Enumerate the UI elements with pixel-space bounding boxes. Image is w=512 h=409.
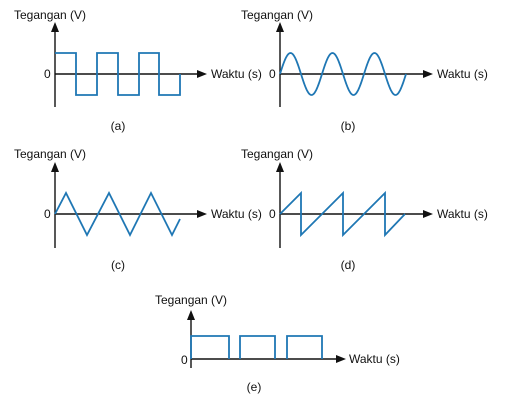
panel-b-sine-waveform xyxy=(279,52,407,96)
panel-a-y-axis-arrow-icon xyxy=(51,22,59,32)
panel-c-caption: (c) xyxy=(111,258,125,272)
panel-b-zero-label: 0 xyxy=(269,67,276,81)
panel-e-y-axis-label: Tegangan (V) xyxy=(155,293,227,307)
panel-a: Tegangan (V) 0 Waktu (s) (a) xyxy=(14,8,262,133)
panel-a-zero-label: 0 xyxy=(44,67,51,81)
panel-b-y-axis-arrow-icon xyxy=(276,22,284,32)
panel-e-x-axis-label: Waktu (s) xyxy=(349,352,400,366)
panel-d-zero-label: 0 xyxy=(269,207,276,221)
panel-b-x-axis-label: Waktu (s) xyxy=(437,67,488,81)
panel-a-x-axis-label: Waktu (s) xyxy=(211,67,262,81)
panel-a-square-waveform xyxy=(55,52,181,96)
panel-c-y-axis-arrow-icon xyxy=(51,162,59,172)
panel-c-x-axis-arrow-icon xyxy=(197,210,207,218)
panel-c-triangle-waveform xyxy=(54,190,181,238)
panel-d-y-axis-label: Tegangan (V) xyxy=(241,147,313,161)
panel-c-y-axis-label: Tegangan (V) xyxy=(14,147,86,161)
panel-c: Tegangan (V) 0 Waktu (s) (c) xyxy=(14,147,262,272)
panel-a-caption: (a) xyxy=(111,119,126,133)
panel-e-pulse-waveform xyxy=(190,335,323,359)
panel-d: Tegangan (V) 0 Waktu (s) (d) xyxy=(241,147,488,272)
panel-b-y-axis-label: Tegangan (V) xyxy=(241,8,313,22)
panel-e-zero-label: 0 xyxy=(181,353,188,367)
panel-d-sawtooth-waveform xyxy=(279,190,406,238)
panel-a-y-axis-label: Tegangan (V) xyxy=(14,8,86,22)
panel-a-x-axis-arrow-icon xyxy=(197,70,207,78)
panel-b: Tegangan (V) 0 Waktu (s) (b) xyxy=(241,8,488,133)
panel-d-x-axis-arrow-icon xyxy=(423,210,433,218)
panel-c-zero-label: 0 xyxy=(44,207,51,221)
panel-d-caption: (d) xyxy=(341,258,356,272)
panel-d-y-axis-arrow-icon xyxy=(276,162,284,172)
panel-e-caption: (e) xyxy=(247,380,262,394)
panel-e: Tegangan (V) 0 Waktu (s) (e) xyxy=(155,293,400,394)
panel-b-caption: (b) xyxy=(341,119,356,133)
panel-e-y-axis-arrow-icon xyxy=(187,310,195,320)
panel-c-x-axis-label: Waktu (s) xyxy=(211,207,262,221)
panel-e-x-axis-arrow-icon xyxy=(336,355,346,363)
panel-d-x-axis-label: Waktu (s) xyxy=(437,207,488,221)
panel-b-x-axis-arrow-icon xyxy=(423,70,433,78)
